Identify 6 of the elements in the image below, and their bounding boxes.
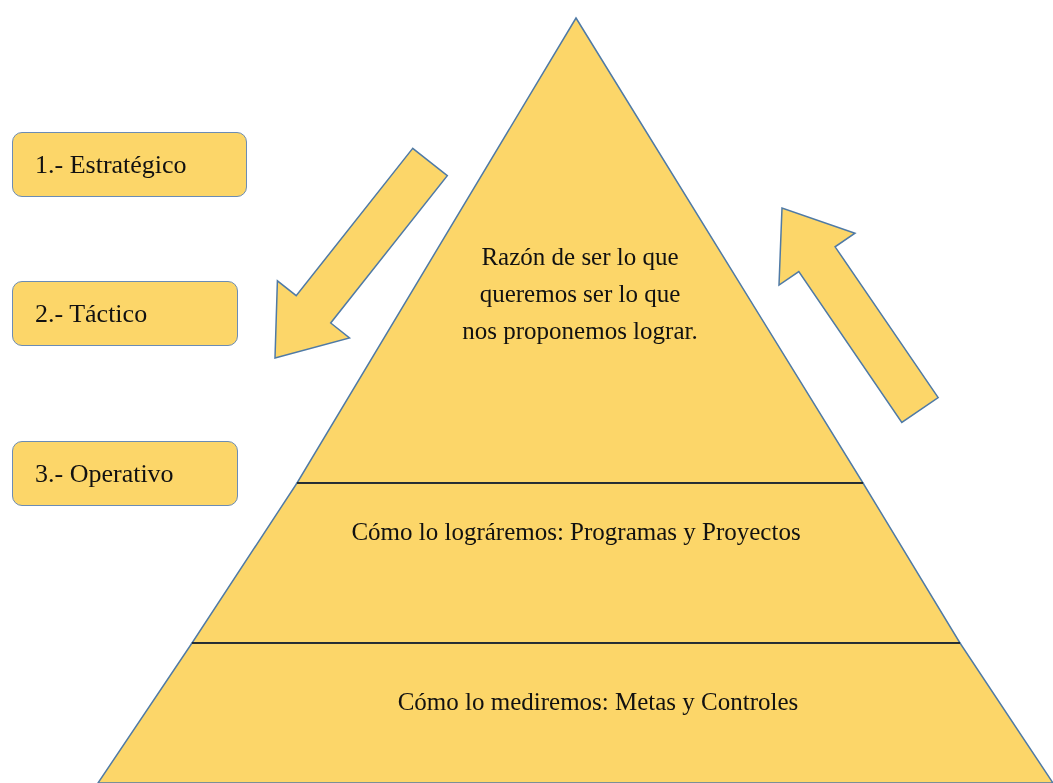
level-label-box: 1.- Estratégico — [12, 132, 247, 197]
section-text: Cómo lo lográremos: Programas y Proyectos — [350, 517, 802, 547]
section-text: Razón de ser lo que queremos ser lo que nos proponemos lograr. — [461, 242, 699, 346]
level-label-box: 2.- Táctico — [12, 281, 238, 346]
level-label-box: 3.- Operativo — [12, 441, 238, 506]
section-text: Cómo lo mediremos: Metas y Controles — [396, 687, 800, 717]
